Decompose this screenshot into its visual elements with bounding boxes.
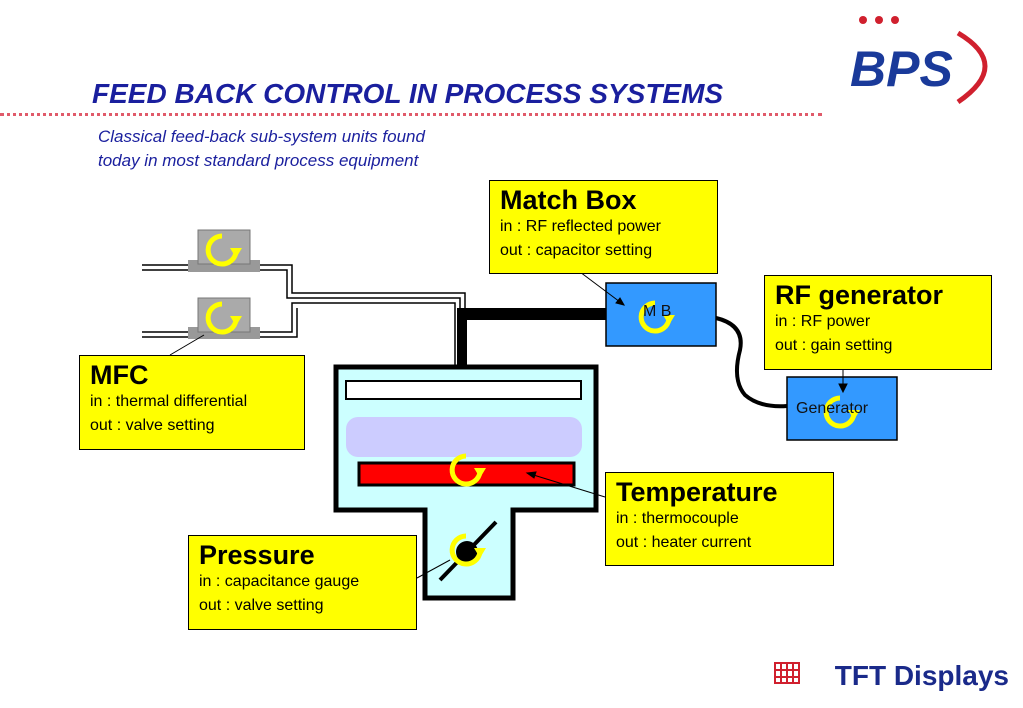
- title-divider: [0, 113, 822, 116]
- match-box-unit-label: M B: [643, 303, 672, 320]
- callout-mfc-in: in : thermal differential: [90, 393, 248, 410]
- callout-match-box-in: in : RF reflected power: [500, 218, 661, 235]
- pressure-valve: [438, 520, 498, 582]
- callout-mfc-out: out : valve setting: [90, 417, 215, 434]
- subtitle: Classical feed-back sub-system units fou…: [98, 125, 425, 173]
- callout-rf-generator-out: out : gain setting: [775, 337, 893, 354]
- callout-pressure-in: in : capacitance gauge: [199, 573, 360, 590]
- subtitle-line-1: Classical feed-back sub-system units fou…: [98, 127, 425, 146]
- callout-mfc: MFC in : thermal differential out : valv…: [79, 355, 305, 450]
- generator-unit-label: Generator: [796, 400, 869, 417]
- callout-match-box-title: Match Box: [500, 185, 637, 215]
- callout-temperature-title: Temperature: [616, 477, 778, 507]
- callout-mfc-title: MFC: [90, 360, 149, 390]
- bps-logo-text: BPS: [850, 41, 953, 97]
- subtitle-line-2: today in most standard process equipment: [98, 151, 419, 170]
- callout-rf-generator: RF generator in : RF power out : gain se…: [764, 275, 992, 370]
- callout-temperature-out: out : heater current: [616, 534, 752, 551]
- callout-temperature-in: in : thermocouple: [616, 510, 739, 527]
- match-box-unit: [605, 282, 717, 347]
- callout-rf-generator-title: RF generator: [775, 280, 944, 310]
- rf-cable: [715, 316, 788, 409]
- callout-pressure-title: Pressure: [199, 540, 315, 570]
- callout-pressure: Pressure in : capacitance gauge out : va…: [188, 535, 417, 630]
- page-title: FEED BACK CONTROL IN PROCESS SYSTEMS: [92, 78, 724, 109]
- callout-match-box: Match Box in : RF reflected power out : …: [489, 180, 718, 274]
- bps-logo: [859, 16, 988, 105]
- tft-displays-icon: [774, 662, 800, 684]
- callout-pressure-out: out : valve setting: [199, 597, 324, 614]
- rf-feedthrough: [457, 308, 607, 380]
- callout-rf-generator-in: in : RF power: [775, 313, 871, 330]
- leader-lines: [169, 271, 848, 579]
- footer-brand-text: TFT Displays: [834, 660, 1009, 691]
- callout-match-box-out: out : capacitor setting: [500, 242, 653, 259]
- callout-temperature: Temperature in : thermocouple out : heat…: [605, 472, 834, 566]
